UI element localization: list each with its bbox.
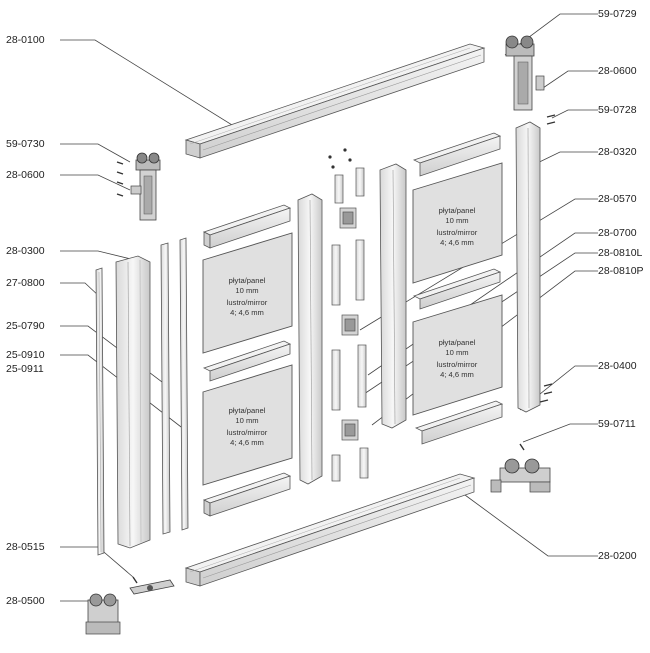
panel-line2: 10 mm — [445, 216, 468, 225]
code-25-0910: 25-0910 — [6, 349, 45, 361]
code-25-0911: 25-0911 — [6, 363, 44, 375]
code-28-0810L: 28-0810L — [598, 247, 643, 259]
bottom-right-roller — [490, 458, 551, 493]
top-rail — [184, 43, 486, 159]
code-28-0500: 28-0500 — [6, 595, 45, 607]
top-right-hanger — [505, 35, 545, 111]
code-59-0729: 59-0729 — [598, 8, 637, 20]
top-left-hanger — [130, 152, 161, 221]
panel-line3: lustro/mirror — [227, 298, 268, 307]
screws-right — [132, 114, 556, 584]
code-28-0320: 28-0320 — [598, 146, 637, 158]
code-28-0100: 28-0100 — [6, 34, 45, 46]
bottom-rail — [184, 473, 476, 587]
panel-line1: płyta/panel — [439, 206, 476, 215]
code-28-0400: 28-0400 — [598, 360, 637, 372]
bottom-left-roller — [85, 593, 121, 635]
code-59-0730: 59-0730 — [6, 138, 45, 150]
panel-line3: lustro/mirror — [437, 360, 478, 369]
code-59-0711: 59-0711 — [598, 418, 636, 430]
panel-line3: lustro/mirror — [227, 428, 268, 437]
code-28-0515: 28-0515 — [6, 541, 45, 553]
code-28-0700: 28-0700 — [598, 227, 637, 239]
panel-line4: 4; 4,6 mm — [440, 238, 474, 247]
panel-label-right-top: płyta/panel 10 mm lustro/mirror 4; 4,6 m… — [437, 206, 478, 247]
code-27-0800: 27-0800 — [6, 277, 45, 289]
left-door-panels — [202, 204, 293, 517]
code-59-0728: 59-0728 — [598, 104, 637, 116]
panel-line2: 10 mm — [235, 416, 258, 425]
panel-line2: 10 mm — [235, 286, 258, 295]
panel-line1: płyta/panel — [229, 276, 266, 285]
code-25-0790: 25-0790 — [6, 320, 45, 332]
code-28-0810P: 28-0810P — [598, 265, 644, 277]
screws-left — [116, 161, 124, 197]
panel-line3: lustro/mirror — [437, 228, 478, 237]
panel-line4: 4; 4,6 mm — [230, 438, 264, 447]
right-door-right-stile — [515, 121, 541, 413]
code-28-0600-right: 28-0600 — [598, 65, 637, 77]
panel-line1: płyta/panel — [229, 406, 266, 415]
bottom-left-guide — [129, 579, 175, 595]
code-28-0200: 28-0200 — [598, 550, 637, 562]
panel-label-right-bottom: płyta/panel 10 mm lustro/mirror 4; 4,6 m… — [437, 338, 478, 379]
panel-line2: 10 mm — [445, 348, 468, 357]
panel-label-left-bottom: płyta/panel 10 mm lustro/mirror 4; 4,6 m… — [227, 406, 268, 447]
code-28-0600-left: 28-0600 — [6, 169, 45, 181]
panel-line4: 4; 4,6 mm — [230, 308, 264, 317]
code-28-0570: 28-0570 — [598, 193, 637, 205]
panel-line1: płyta/panel — [439, 338, 476, 347]
code-28-0300: 28-0300 — [6, 245, 45, 257]
panel-line4: 4; 4,6 mm — [440, 370, 474, 379]
panel-label-left-top: płyta/panel 10 mm lustro/mirror 4; 4,6 m… — [227, 276, 268, 317]
center-profiles — [297, 148, 407, 485]
right-door-panels — [412, 132, 504, 445]
left-door-profiles — [95, 237, 189, 556]
